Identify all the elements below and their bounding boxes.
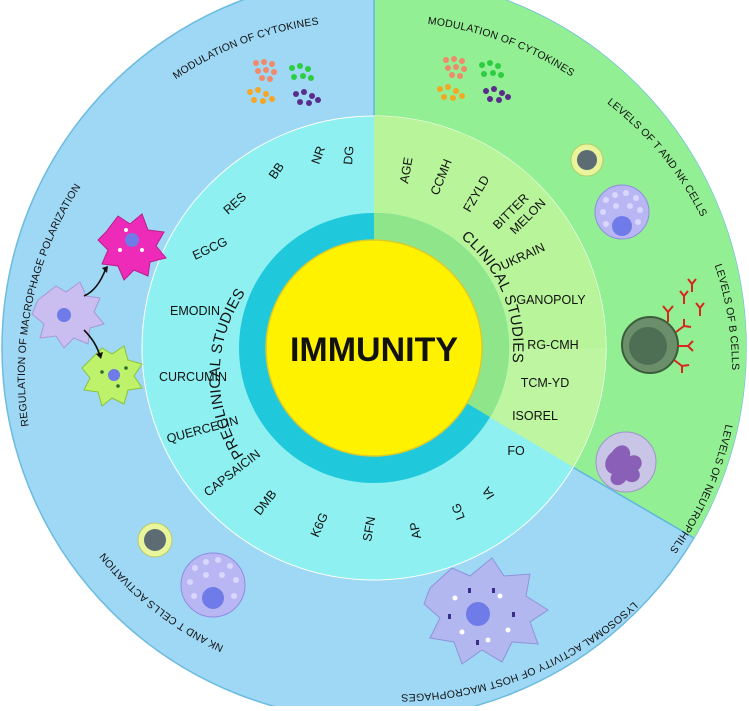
clinical-item-age: AGE (397, 156, 415, 184)
preclinical-item-sfn: SFN (360, 515, 378, 542)
neutrophils-icon (595, 431, 657, 493)
center-title: IMMUNITY (290, 331, 458, 369)
preclinical-item-ap: AP (407, 521, 424, 540)
clinical-item-tcm-yd: TCM-YD (521, 376, 570, 390)
clinical-item-isorel: ISOREL (512, 409, 558, 423)
preclinical-item-dg: DG (341, 145, 357, 165)
clinical-item-rg-cmh: RG-CMH (527, 338, 578, 352)
preclinical-item-nr: NR (309, 144, 328, 166)
macrophage-polarization-icon (31, 213, 167, 407)
cytokines-left-icon (247, 59, 321, 106)
nk-t-cells-icon (137, 522, 246, 618)
clinical-item-fo: FO (507, 444, 525, 458)
center-circle (265, 239, 483, 457)
clinical-item-ganopoly: GANOPOLY (516, 293, 586, 307)
preclinical-item-curcumin: CURCUMIN (159, 370, 227, 384)
cytokines-right-icon (437, 56, 511, 103)
preclinical-item-lg: LG (449, 501, 468, 521)
t-nk-cells-icon (570, 143, 650, 240)
b-cells-icon (621, 278, 705, 374)
preclinical-item-emodin: EMODIN (170, 304, 220, 318)
macrophage-lysosomal-icon (423, 557, 549, 665)
